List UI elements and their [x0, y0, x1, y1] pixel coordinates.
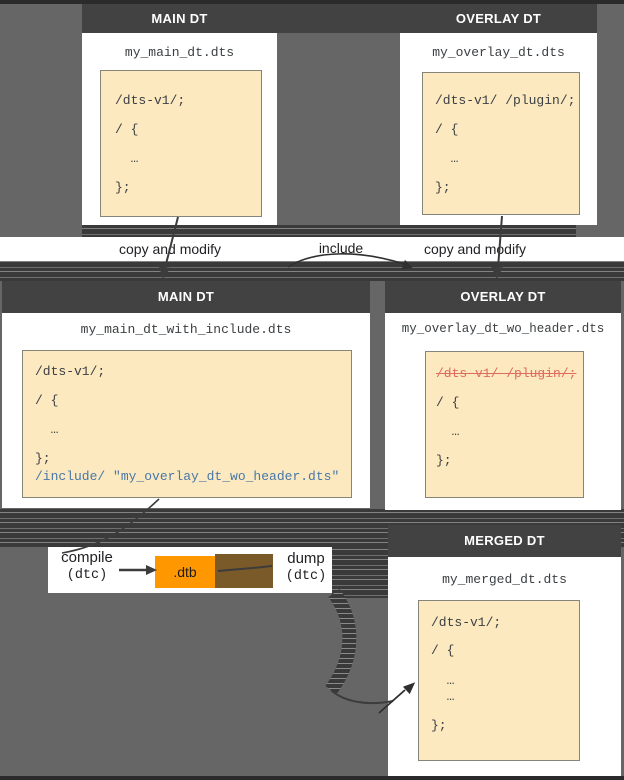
code-line: }; — [436, 453, 452, 468]
main-dt-include-filename: my_main_dt_with_include.dts — [80, 322, 292, 337]
dump-tool-text: (dtc) — [285, 569, 327, 584]
overlay-wo-header-code: /dts-v1/ /plugin/; / { … }; — [425, 351, 584, 498]
code-line: / { — [431, 643, 455, 658]
code-line: }; — [35, 451, 51, 466]
code-line: }; — [435, 180, 451, 195]
artifact-band-mid — [0, 258, 624, 281]
code-line: … — [115, 151, 139, 166]
code-line: /dts-v1/ /plugin/; — [435, 93, 576, 108]
compile-text: compile — [61, 549, 113, 566]
dump-text: dump — [287, 550, 325, 567]
top-edge-strip — [0, 0, 624, 4]
code-line: /dts-v1/; — [431, 615, 502, 630]
merged-dt-code: /dts-v1/; / { … … }; — [418, 600, 580, 761]
code-line: … — [35, 422, 59, 437]
overlay-dt-filename: my_overlay_dt.dts — [432, 45, 565, 60]
code-line: / { — [115, 122, 139, 137]
code-line: … — [431, 689, 455, 704]
code-line: … — [431, 673, 455, 688]
main-dt-top-title: MAIN DT — [151, 11, 208, 26]
dump-label: dump (dtc) — [276, 550, 336, 585]
merged-dt-header: MERGED DT — [388, 525, 621, 557]
overlay-dt-code: /dts-v1/ /plugin/; / { … }; — [422, 72, 580, 215]
code-line: }; — [115, 180, 131, 195]
overlay-dt-mid-header: OVERLAY DT — [385, 281, 621, 313]
code-line: /dts-v1/; — [115, 93, 186, 108]
copy-modify-left-label: copy and modify — [119, 241, 221, 257]
code-line: … — [435, 151, 459, 166]
overlay-wo-header-filename: my_overlay_dt_wo_header.dts — [401, 322, 605, 336]
main-dt-filename: my_main_dt.dts — [124, 45, 235, 60]
dtb-box: .dtb — [155, 556, 215, 588]
code-line: / { — [436, 395, 460, 410]
copy-modify-right-label: copy and modify — [424, 241, 526, 257]
swoosh-tail-line — [330, 689, 394, 705]
top-header-bar: MAIN DT OVERLAY DT — [82, 4, 597, 33]
compile-label: compile (dtc) — [52, 549, 122, 584]
main-dt-code: /dts-v1/; / { … }; — [100, 70, 262, 217]
bottom-edge-strip — [0, 776, 624, 780]
code-line: /dts-v1/; — [35, 364, 106, 379]
code-line-include: /include/ "my_overlay_dt_wo_header.dts" — [35, 469, 340, 484]
include-label: include — [318, 240, 364, 256]
code-line: / { — [35, 393, 59, 408]
code-line: / { — [435, 122, 459, 137]
code-line-struck: /dts-v1/ /plugin/; — [436, 366, 577, 381]
main-dt-include-code: /dts-v1/; / { … }; /include/ "my_overlay… — [22, 350, 352, 498]
compile-tool-text: (dtc) — [66, 568, 108, 583]
code-line: … — [436, 424, 460, 439]
code-line: }; — [431, 718, 447, 733]
artifact-band-top — [82, 225, 576, 238]
dump-to-merged-swoosh — [325, 588, 357, 695]
artifact-band-dump — [332, 546, 388, 598]
overlay-dt-top-title: OVERLAY DT — [455, 11, 542, 26]
main-dt-mid-header: MAIN DT — [2, 281, 370, 313]
brown-artifact-box — [215, 554, 273, 588]
merged-dt-filename: my_merged_dt.dts — [442, 572, 567, 587]
